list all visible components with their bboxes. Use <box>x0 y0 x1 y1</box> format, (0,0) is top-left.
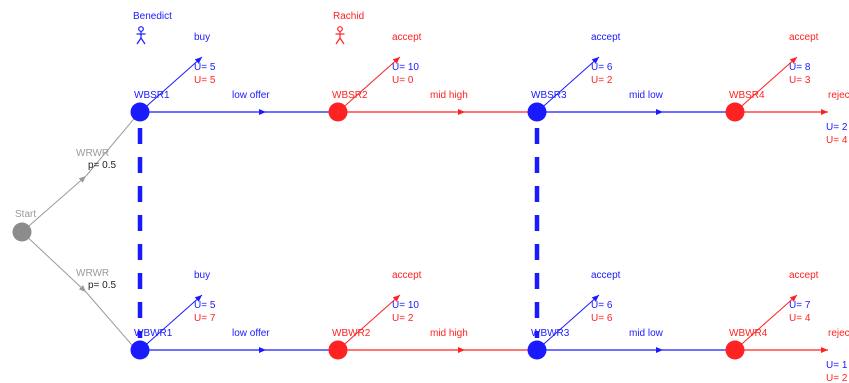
terminal-edge <box>337 56 401 113</box>
payoff-player1: U= 6 <box>591 300 613 311</box>
terminal-action-label: accept <box>392 270 422 281</box>
decision-node <box>328 340 348 360</box>
node-label: WBWR2 <box>332 328 371 339</box>
terminal-action-label: accept <box>591 270 621 281</box>
decision-node <box>130 102 150 122</box>
terminal-action-label: buy <box>194 32 210 43</box>
move-label: low offer <box>232 90 270 101</box>
final-payoff-player1: U= 1 <box>826 360 848 371</box>
chance-label-bottom: WRWR <box>76 268 109 279</box>
chance-prob-top: p= 0.5 <box>88 160 117 171</box>
start-node <box>12 222 32 242</box>
start-label: Start <box>15 209 36 220</box>
terminal-edge <box>734 56 798 113</box>
payoff-player1: U= 8 <box>789 62 811 73</box>
move-label: reject <box>828 90 849 101</box>
payoff-player1: U= 5 <box>194 300 216 311</box>
chance-edge-top <box>21 175 87 233</box>
node-label: WBWR4 <box>729 328 768 339</box>
payoff-player1: U= 10 <box>392 62 419 73</box>
payoff-player1: U= 7 <box>789 300 811 311</box>
terminal-edge <box>536 56 600 113</box>
decision-node <box>130 340 150 360</box>
decision-node <box>725 102 745 122</box>
decision-node <box>527 102 547 122</box>
terminal-edge <box>337 294 401 351</box>
payoff-player2: U= 2 <box>591 75 613 86</box>
chance-edge-top-tail <box>85 113 139 177</box>
move-label: mid high <box>430 328 468 339</box>
final-payoff-player2: U= 2 <box>826 373 848 383</box>
terminal-action-label: accept <box>789 32 819 43</box>
chance-label-top: WRWR <box>76 148 109 159</box>
node-label: WBWR3 <box>531 328 570 339</box>
chance-prob-bottom: p= 0.5 <box>88 280 117 291</box>
payoff-player2: U= 3 <box>789 75 811 86</box>
decision-node <box>725 340 745 360</box>
payoff-player2: U= 6 <box>591 313 613 324</box>
move-label: reject <box>828 328 849 339</box>
move-label: low offer <box>232 328 270 339</box>
node-label: WBSR4 <box>729 90 765 101</box>
decision-node <box>527 340 547 360</box>
terminal-action-label: accept <box>591 32 621 43</box>
payoff-player2: U= 2 <box>392 313 414 324</box>
terminal-edge <box>139 56 203 113</box>
terminal-edge <box>536 294 600 351</box>
player2-person-icon <box>335 26 345 45</box>
node-label: WBWR1 <box>134 328 173 339</box>
move-label: mid low <box>629 90 664 101</box>
final-payoff-player1: U= 2 <box>826 122 848 133</box>
terminal-edge <box>139 294 203 351</box>
payoff-player2: U= 5 <box>194 75 216 86</box>
node-label: WBSR1 <box>134 90 170 101</box>
chance-edge-bottom <box>21 231 87 293</box>
terminal-edge <box>734 294 798 351</box>
payoff-player2: U= 4 <box>789 313 811 324</box>
node-label: WBSR2 <box>332 90 368 101</box>
decision-node <box>328 102 348 122</box>
payoff-player2: U= 0 <box>392 75 414 86</box>
chance-edge-bottom-tail <box>85 291 139 353</box>
player2-name: Rachid <box>333 11 364 22</box>
player1-person-icon <box>136 26 146 45</box>
payoff-player1: U= 6 <box>591 62 613 73</box>
terminal-action-label: buy <box>194 270 210 281</box>
move-label: mid low <box>629 328 664 339</box>
move-label: mid high <box>430 90 468 101</box>
final-payoff-player2: U= 4 <box>826 135 848 146</box>
payoff-player2: U= 7 <box>194 313 216 324</box>
node-label: WBSR3 <box>531 90 567 101</box>
payoff-player1: U= 5 <box>194 62 216 73</box>
terminal-action-label: accept <box>392 32 422 43</box>
payoff-player1: U= 10 <box>392 300 419 311</box>
terminal-action-label: accept <box>789 270 819 281</box>
player1-name: Benedict <box>133 11 172 22</box>
